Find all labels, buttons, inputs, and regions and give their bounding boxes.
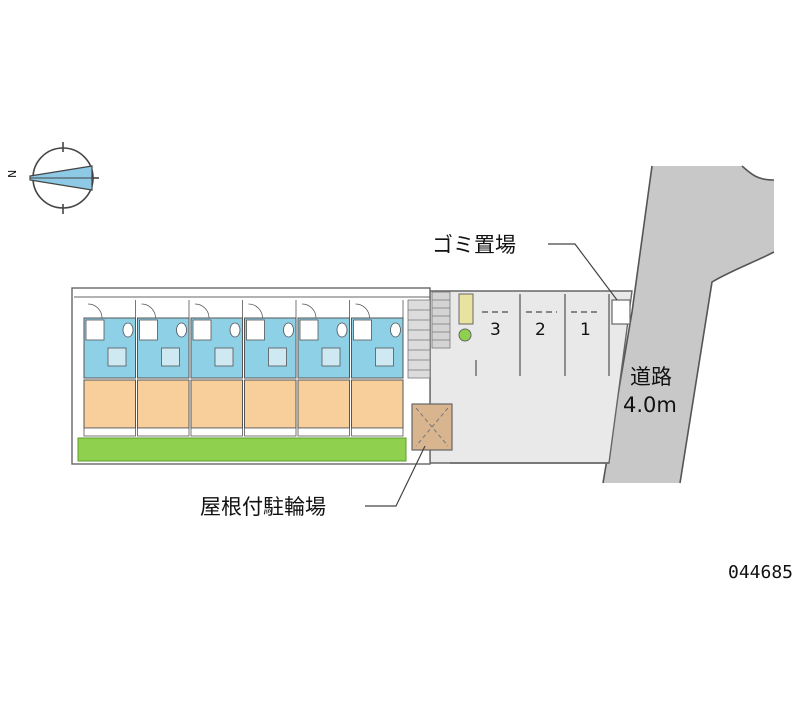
unit-entrance [299, 319, 319, 341]
parking-stall-lines [475, 294, 610, 376]
compass: N [6, 142, 99, 214]
road-width-label: 4.0m [623, 393, 677, 417]
unit-balcony [297, 427, 350, 437]
unit-entrance [192, 319, 212, 341]
parking-stall-2: 2 [535, 320, 546, 340]
unit-toilet [176, 322, 187, 338]
garbage-callout-line [548, 243, 618, 301]
unit-entrance [246, 319, 265, 341]
property-id: 044685 [728, 562, 793, 583]
unit-balcony [244, 427, 297, 437]
unit-kitchen [375, 347, 394, 367]
compass-north-letter: N [6, 170, 19, 178]
unit-kitchen [268, 347, 287, 367]
apartment-units [83, 300, 404, 437]
unit-kitchen [107, 347, 127, 367]
road [603, 166, 774, 483]
garbage-area-box [611, 299, 631, 325]
lawn [77, 437, 407, 462]
unit-toilet [283, 322, 294, 338]
unit-toilet [122, 322, 134, 338]
unit-door-swing [141, 303, 156, 319]
unit-door-swing [248, 303, 263, 319]
unit-entrance [85, 319, 105, 341]
unit-door-swing [87, 303, 103, 319]
unit-door-swing [194, 303, 210, 319]
unit-room [244, 379, 297, 429]
bicycle-parking-label: 屋根付駐輪場 [200, 495, 326, 519]
unit-room [297, 379, 350, 429]
unit-toilet [336, 322, 348, 338]
unit-room [190, 379, 243, 429]
unit-room [137, 379, 190, 429]
unit-kitchen [214, 347, 234, 367]
unit-room [351, 379, 404, 429]
parking-stall-3: 3 [490, 320, 501, 340]
unit-balcony [83, 427, 136, 437]
stairs [407, 291, 451, 379]
unit-toilet [229, 322, 241, 338]
unit-balcony [137, 427, 190, 437]
unit-entrance [139, 319, 158, 341]
unit-kitchen [321, 347, 341, 367]
bicycle-shed [411, 403, 453, 451]
parking-stall-1: 1 [580, 320, 591, 340]
garbage-area-label: ゴミ置場 [432, 233, 516, 257]
unit-entrance [353, 319, 372, 341]
unit-door-swing [355, 303, 370, 319]
bicycle-callout-line [365, 445, 426, 507]
unit-room [83, 379, 136, 429]
unit-toilet [390, 322, 401, 338]
shrub [458, 328, 472, 342]
unit-balcony [351, 427, 404, 437]
unit-balcony [190, 427, 243, 437]
road-name-label: 道路 [630, 365, 672, 389]
garbage-bin [458, 293, 474, 325]
unit-kitchen [161, 347, 180, 367]
unit-door-swing [301, 303, 317, 319]
